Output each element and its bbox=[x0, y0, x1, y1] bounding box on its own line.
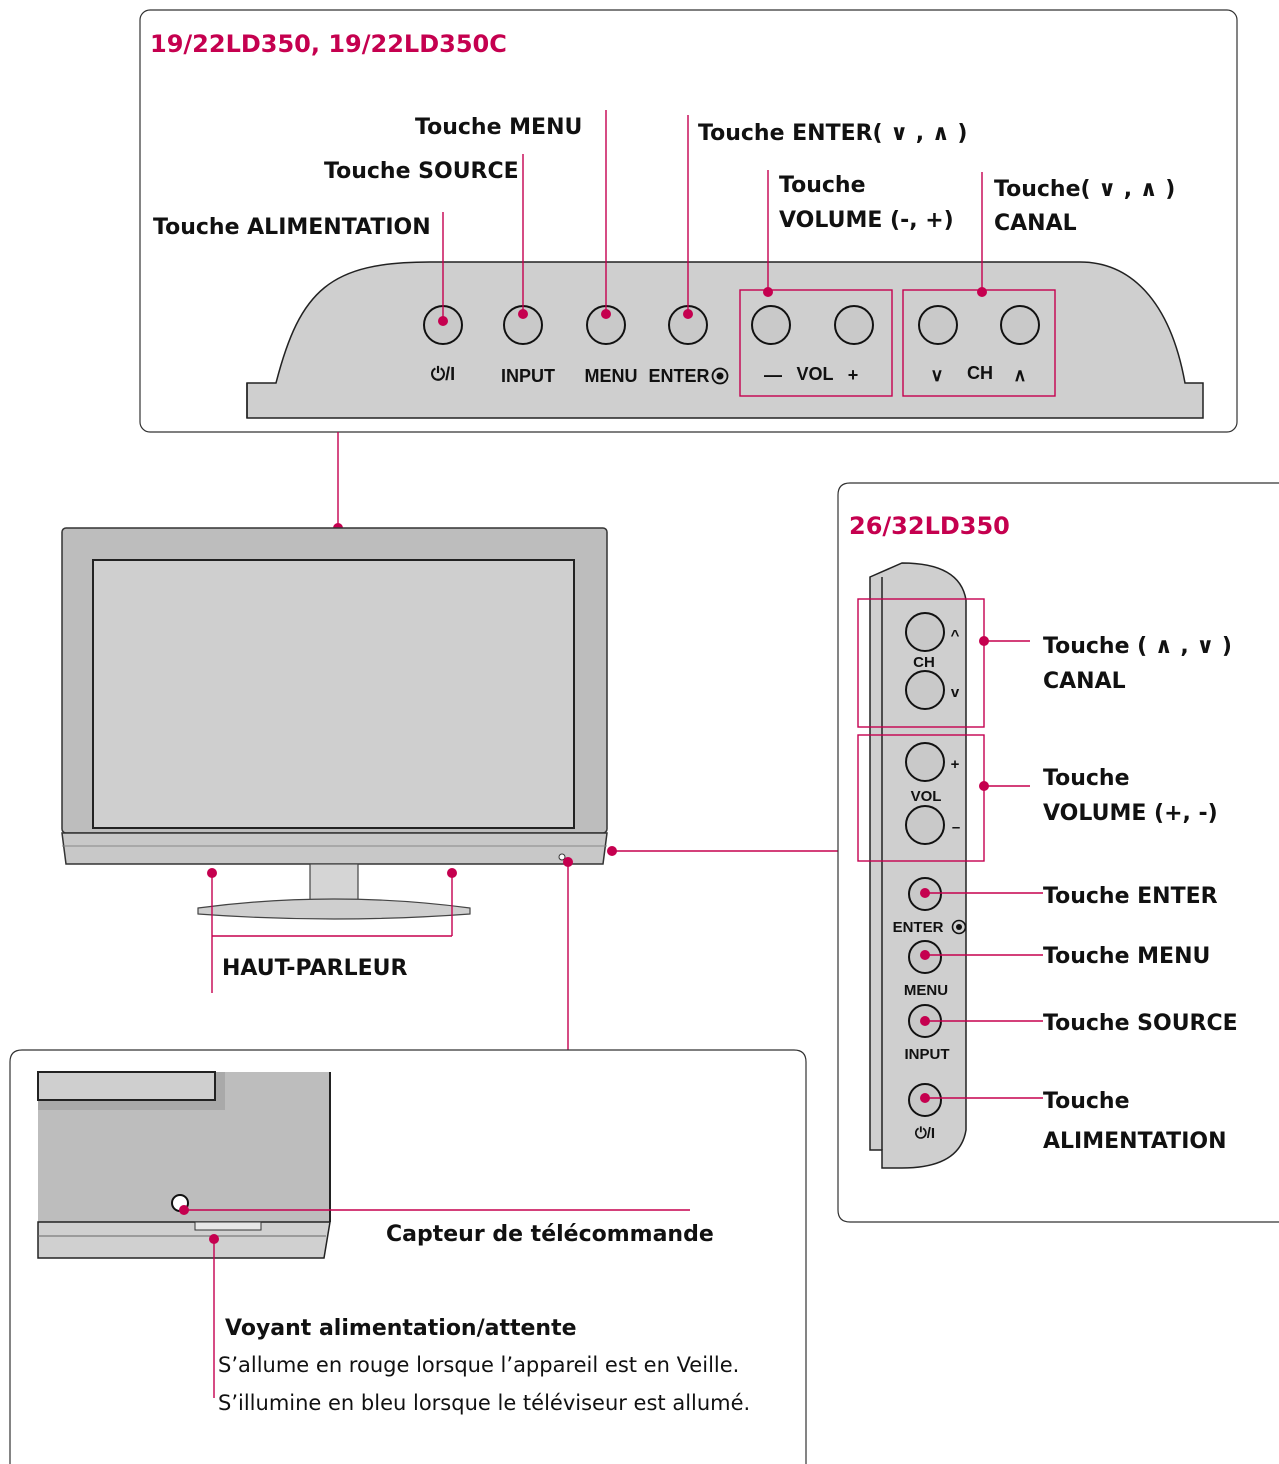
side-channel-group-box bbox=[857, 598, 985, 728]
top-volume-callout-1: Touche bbox=[779, 173, 866, 198]
tv-front: HAUT-PARLEUR bbox=[61, 527, 838, 1050]
top-vol-minus-button[interactable] bbox=[751, 305, 791, 345]
side-power-symbol: ⏻/I bbox=[915, 1125, 935, 1142]
side-channel-callout-2: CANAL bbox=[1043, 669, 1126, 694]
top-vol-label: VOL bbox=[796, 364, 833, 384]
side-power-callout-1: Touche bbox=[1043, 1089, 1130, 1114]
top-input-label: INPUT bbox=[501, 366, 555, 386]
side-vol-minus-label: – bbox=[952, 819, 960, 836]
side-power-callout-2: ALIMENTATION bbox=[1043, 1129, 1227, 1154]
top-channel-callout-2: CANAL bbox=[994, 211, 1077, 236]
tv-stand-neck bbox=[309, 863, 359, 903]
side-vol-plus-button[interactable] bbox=[905, 742, 945, 782]
top-menu-label: MENU bbox=[585, 366, 638, 386]
side-enter-label: ENTER bbox=[893, 919, 944, 936]
top-volume-group-box bbox=[739, 289, 893, 397]
top-menu-callout: Touche MENU bbox=[415, 115, 582, 140]
side-volume-group-box bbox=[857, 734, 985, 862]
side-ch-up-label: ^ bbox=[951, 627, 960, 644]
tv-bottom-bezel bbox=[61, 832, 608, 865]
indicator-desc-2: S’illumine en bleu lorsque le téléviseur… bbox=[218, 1391, 750, 1415]
side-ch-down-button[interactable] bbox=[905, 670, 945, 710]
top-source-callout: Touche SOURCE bbox=[324, 159, 519, 184]
zoom-tv-screen bbox=[37, 1071, 216, 1101]
top-ch-label: CH bbox=[967, 363, 993, 383]
top-enter-callout: Touche ENTER( ∨ , ∧ ) bbox=[698, 121, 967, 146]
top-power-callout: Touche ALIMENTATION bbox=[153, 215, 431, 240]
side-menu-label: MENU bbox=[904, 982, 948, 999]
side-ch-up-button[interactable] bbox=[905, 612, 945, 652]
side-menu-callout: Touche MENU bbox=[1043, 944, 1210, 969]
speaker-callout: HAUT-PARLEUR bbox=[222, 956, 408, 981]
bottom-panel: Capteur de télécommande Voyant alimentat… bbox=[9, 1049, 807, 1464]
top-vol-minus-label: — bbox=[764, 365, 782, 385]
side-enter-callout: Touche ENTER bbox=[1043, 884, 1218, 909]
side-volume-callout-1: Touche bbox=[1043, 766, 1130, 791]
tv-screen bbox=[92, 559, 575, 829]
side-panel-title: 26/32LD350 bbox=[849, 512, 1010, 540]
side-panel: 26/32LD350 ^ CH v + VOL – ENTER MENU INP… bbox=[837, 482, 1279, 1223]
sensor-callout: Capteur de télécommande bbox=[386, 1222, 714, 1247]
top-enter-label: ENTER bbox=[648, 366, 709, 386]
top-panel-title: 19/22LD350, 19/22LD350C bbox=[150, 30, 507, 58]
zoom-tv-bottom-bezel bbox=[37, 1221, 331, 1259]
top-power-symbol: ⏻/I bbox=[431, 364, 455, 384]
top-enter-target-icon bbox=[711, 367, 729, 385]
top-ch-up-button[interactable] bbox=[1000, 305, 1040, 345]
side-vol-minus-button[interactable] bbox=[905, 805, 945, 845]
side-vol-label: VOL bbox=[911, 788, 942, 805]
indicator-desc-1: S’allume en rouge lorsque l’appareil est… bbox=[218, 1353, 739, 1377]
top-vol-plus-label: + bbox=[848, 365, 859, 385]
top-ch-down-button[interactable] bbox=[918, 305, 958, 345]
side-ch-label: CH bbox=[913, 654, 935, 671]
indicator-title: Voyant alimentation/attente bbox=[225, 1316, 577, 1341]
side-source-callout: Touche SOURCE bbox=[1043, 1011, 1238, 1036]
top-channel-callout-1: Touche( ∨ , ∧ ) bbox=[994, 177, 1175, 202]
tv-remote-sensor bbox=[558, 853, 566, 861]
side-vol-plus-label: + bbox=[951, 756, 960, 773]
side-enter-target-icon bbox=[951, 919, 967, 935]
top-ch-up-label: ∧ bbox=[1013, 365, 1026, 385]
side-tv-body bbox=[869, 562, 967, 1169]
top-ch-down-label: ∨ bbox=[930, 365, 943, 385]
side-input-label: INPUT bbox=[905, 1046, 950, 1063]
top-volume-callout-2: VOLUME (-, +) bbox=[779, 208, 954, 233]
top-panel: 19/22LD350, 19/22LD350C ⏻/I INPUT MENU E… bbox=[139, 9, 1238, 433]
top-vol-plus-button[interactable] bbox=[834, 305, 874, 345]
top-tv-body bbox=[246, 261, 1204, 419]
side-volume-callout-2: VOLUME (+, -) bbox=[1043, 801, 1218, 826]
side-channel-callout-1: Touche ( ∧ , ∨ ) bbox=[1043, 634, 1232, 659]
side-ch-down-label: v bbox=[951, 684, 960, 701]
tv-stand-base bbox=[197, 898, 471, 920]
